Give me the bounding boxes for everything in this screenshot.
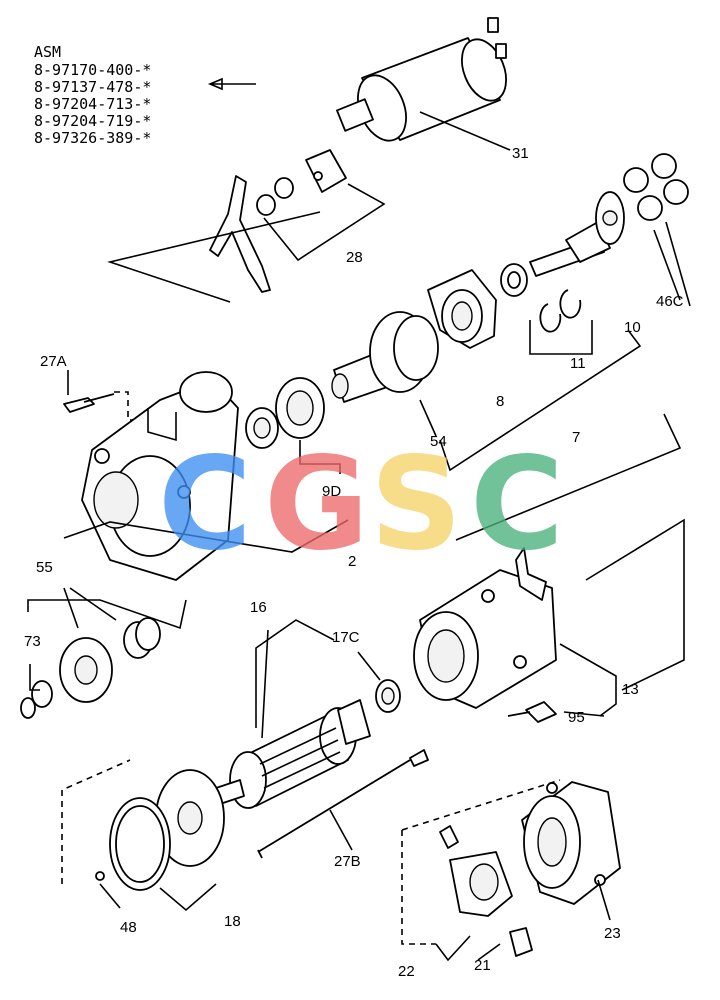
label-17c: 17C xyxy=(332,629,360,646)
plug-part-48 xyxy=(61,759,131,909)
assembly-number-block: ASM 8-97170-400-* 8-97137-478-* 8-97204-… xyxy=(34,43,256,147)
selected-arrow xyxy=(207,77,256,91)
gear-housing-part-8 xyxy=(427,269,497,349)
watermark-letter-2: G xyxy=(264,430,369,579)
label-9d: 9D xyxy=(322,483,341,500)
label-22: 22 xyxy=(398,963,415,980)
label-13: 13 xyxy=(622,681,639,698)
label-23: 23 xyxy=(604,925,621,942)
bracket-part-7 xyxy=(439,329,642,472)
pinion-gear-part-55 xyxy=(27,587,187,703)
label-55: 55 xyxy=(36,559,53,576)
asm-number-1: 8-97170-400-* xyxy=(34,61,151,79)
label-10: 10 xyxy=(624,319,641,336)
label-31: 31 xyxy=(512,145,529,162)
label-73: 73 xyxy=(24,633,41,650)
lever-and-springs-part-28 xyxy=(209,149,386,293)
clutch-part-54 xyxy=(331,311,439,437)
bolt-part-27a xyxy=(63,370,136,421)
armature-part-16 xyxy=(215,619,371,809)
yoke-part-13 xyxy=(413,518,685,717)
brush-holder-part-22 xyxy=(401,779,561,962)
label-27b: 27B xyxy=(334,853,361,870)
label-2: 2 xyxy=(348,553,356,570)
asm-title: ASM xyxy=(34,43,61,61)
callout-labels: 31 28 27A 46C 10 11 8 7 54 9D 2 55 73 16… xyxy=(24,145,684,980)
front-housing-part-2 xyxy=(63,211,349,581)
label-21: 21 xyxy=(474,957,491,974)
label-8: 8 xyxy=(496,393,504,410)
clip-part-95 xyxy=(507,701,605,723)
label-95: 95 xyxy=(568,709,585,726)
watermark-letter-1: C xyxy=(158,430,252,579)
plate-part-18 xyxy=(109,769,225,912)
through-bolt-part-27b xyxy=(257,749,429,859)
watermark-letter-3: S xyxy=(370,430,462,579)
asm-number-5: 8-97326-389-* xyxy=(34,129,151,147)
asm-number-4: 8-97204-719-* xyxy=(34,112,151,130)
ring-part-73 xyxy=(20,664,53,719)
bearing-part-17c xyxy=(357,651,401,713)
bearing-part-9d xyxy=(245,377,341,474)
watermark: C G S C xyxy=(158,430,564,579)
label-18: 18 xyxy=(224,913,241,930)
watermark-letter-4: C xyxy=(470,430,564,579)
washer-and-clips-part-11 xyxy=(500,263,593,355)
asm-number-3: 8-97204-713-* xyxy=(34,95,151,113)
label-28: 28 xyxy=(346,249,363,266)
label-7: 7 xyxy=(572,429,580,446)
planetary-gears-part-46c xyxy=(623,153,691,307)
label-11: 11 xyxy=(570,355,586,372)
label-48: 48 xyxy=(120,919,137,936)
label-27a: 27A xyxy=(40,353,67,370)
solenoid-part-31 xyxy=(336,17,511,151)
asm-number-2: 8-97137-478-* xyxy=(34,78,151,96)
label-54: 54 xyxy=(430,433,447,450)
label-46c: 46C xyxy=(656,293,684,310)
label-16: 16 xyxy=(250,599,267,616)
rear-cover-part-23 xyxy=(521,781,621,921)
pinion-shaft-part-10 xyxy=(529,191,625,277)
upper-right-bracket xyxy=(455,413,682,541)
